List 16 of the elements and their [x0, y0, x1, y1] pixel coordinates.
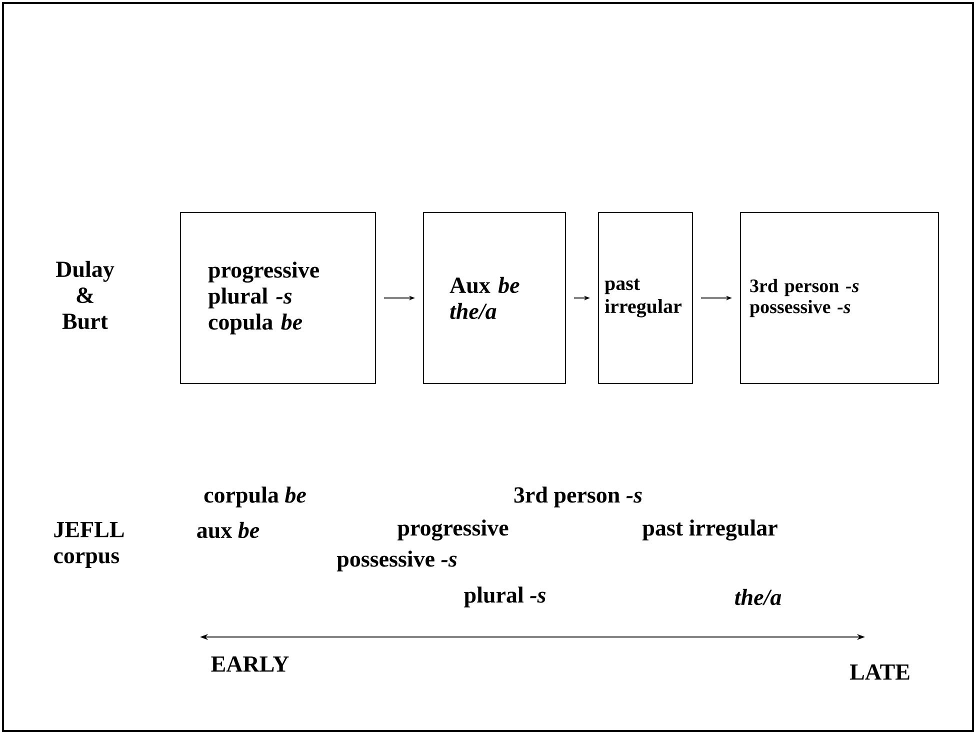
text-label: progressive — [398, 519, 508, 541]
stage-box: 3rd person -s possessive -s — [740, 212, 939, 384]
text-label: EARLY — [211, 656, 289, 672]
text-label: LATE — [850, 664, 910, 680]
text-label: aux be — [197, 522, 260, 538]
text-label: corpula be — [204, 486, 306, 508]
text-label: Dulay & Burt — [56, 260, 114, 330]
stage-box: past irregular — [598, 212, 693, 384]
text-label: 3rd person -s — [514, 486, 642, 508]
text-label: JEFLL corpus — [54, 522, 124, 568]
text-label: the/a — [735, 588, 782, 606]
stage-box: Aux be the/a — [423, 212, 566, 384]
text-label: possessive -s — [336, 550, 457, 572]
text-label: past irregular — [642, 519, 778, 541]
text-label: plural -s — [464, 586, 546, 608]
stage-box: progressive plural -s copula be — [180, 212, 376, 384]
